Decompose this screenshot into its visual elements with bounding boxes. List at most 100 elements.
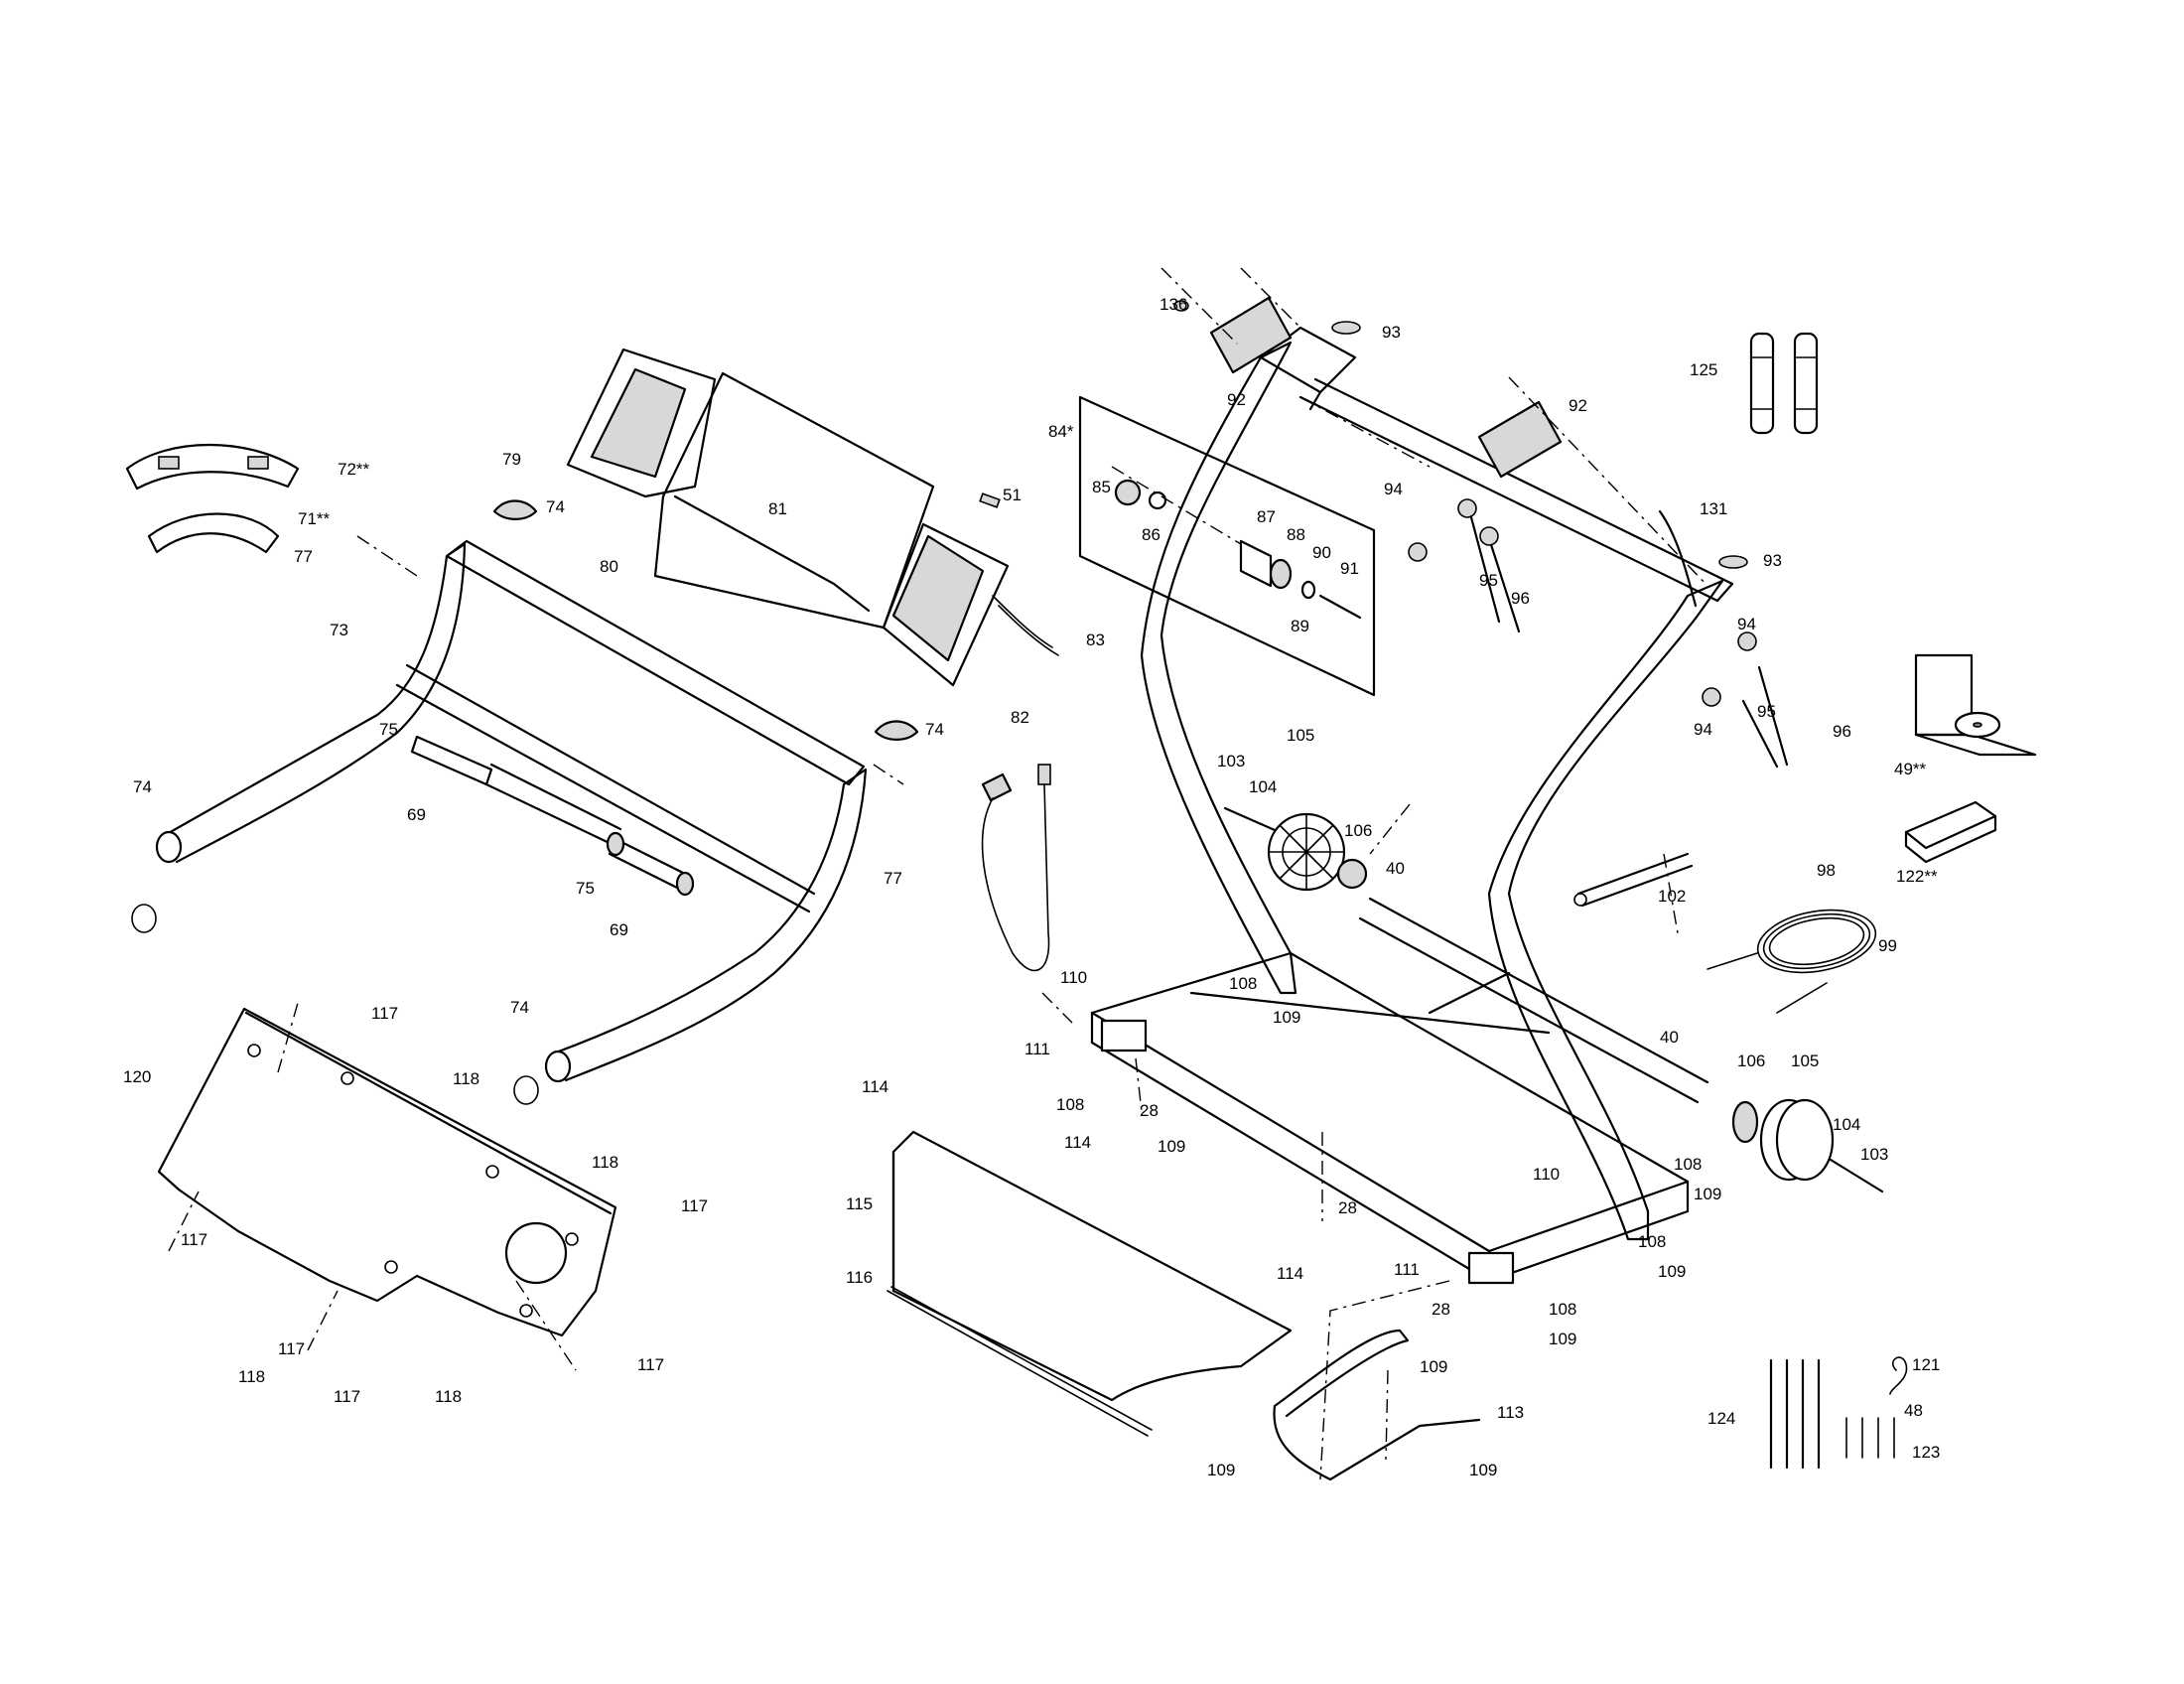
part-callout-c96a: 96 bbox=[1511, 589, 1530, 608]
part-callout-c28c: 28 bbox=[1432, 1300, 1450, 1319]
part-callout-c109b: 109 bbox=[1158, 1137, 1185, 1156]
part-callout-c109e: 109 bbox=[1549, 1330, 1576, 1348]
part-callout-c110a: 110 bbox=[1060, 968, 1087, 987]
part-callout-c96b: 96 bbox=[1833, 722, 1851, 741]
part-callout-c40a: 40 bbox=[1386, 859, 1405, 878]
part-callout-c91: 91 bbox=[1340, 559, 1359, 578]
part-callout-c82: 82 bbox=[1011, 708, 1029, 727]
part-callout-c88: 88 bbox=[1287, 525, 1305, 544]
part-callout-c109c: 109 bbox=[1694, 1185, 1721, 1203]
part-callout-c117c: 117 bbox=[181, 1230, 207, 1249]
part-callout-c71: 71** bbox=[298, 509, 331, 528]
wheels bbox=[1223, 806, 1884, 1193]
part-callout-c117f: 117 bbox=[637, 1355, 664, 1374]
part-callout-c118d: 118 bbox=[435, 1387, 462, 1406]
part-callout-c117d: 117 bbox=[278, 1339, 305, 1358]
part-callout-c109f: 109 bbox=[1420, 1357, 1447, 1376]
part-callout-c75b: 75 bbox=[576, 879, 595, 898]
motor-shrouds bbox=[125, 443, 300, 554]
part-callout-c73: 73 bbox=[330, 621, 348, 639]
part-callout-c92b: 92 bbox=[1569, 396, 1587, 415]
part-callout-c105b: 105 bbox=[1791, 1052, 1819, 1070]
part-callout-c79: 79 bbox=[502, 450, 521, 469]
part-callout-c103b: 103 bbox=[1860, 1145, 1888, 1164]
part-callout-c75a: 75 bbox=[379, 720, 398, 739]
part-callout-c117b: 117 bbox=[681, 1196, 708, 1215]
part-callout-c111b: 111 bbox=[1394, 1260, 1420, 1279]
part-callout-c108e: 108 bbox=[1549, 1300, 1576, 1319]
part-callout-c74b: 74 bbox=[925, 720, 944, 739]
front-cover bbox=[887, 1130, 1293, 1437]
part-callout-c89: 89 bbox=[1291, 617, 1309, 635]
part-callout-c125: 125 bbox=[1690, 360, 1717, 379]
part-callout-c84: 84* bbox=[1048, 422, 1074, 441]
part-callout-c102: 102 bbox=[1658, 887, 1686, 906]
part-callout-c94b: 94 bbox=[1737, 615, 1756, 633]
coiled-cable bbox=[1706, 909, 1877, 1014]
part-callout-c83: 83 bbox=[1086, 631, 1105, 649]
part-callout-c114c: 114 bbox=[1277, 1264, 1303, 1283]
part-callout-c98: 98 bbox=[1817, 861, 1836, 880]
part-callout-c87: 87 bbox=[1257, 507, 1276, 526]
motor-shield bbox=[157, 1007, 617, 1337]
part-callout-c106b: 106 bbox=[1737, 1052, 1765, 1070]
part-callout-c110b: 110 bbox=[1533, 1165, 1560, 1184]
dumbbells bbox=[1749, 332, 1819, 435]
right-upright-frame bbox=[1140, 326, 1734, 1241]
hardware-kit bbox=[1769, 1356, 1908, 1470]
upright-frame bbox=[131, 499, 919, 1105]
part-callout-c115: 115 bbox=[846, 1194, 873, 1213]
part-callout-c120: 120 bbox=[123, 1067, 151, 1086]
part-callout-c99: 99 bbox=[1878, 936, 1897, 955]
part-callout-c117a: 117 bbox=[371, 1004, 398, 1023]
part-callout-c51: 51 bbox=[1003, 486, 1022, 504]
part-callout-c69b: 69 bbox=[610, 920, 628, 939]
lift-strut bbox=[1573, 852, 1694, 908]
bolts bbox=[1408, 498, 1789, 769]
part-callout-c123: 123 bbox=[1912, 1443, 1940, 1462]
part-callout-c74a: 74 bbox=[546, 497, 565, 516]
part-callout-c49: 49** bbox=[1894, 760, 1927, 778]
part-callout-c136: 136 bbox=[1160, 295, 1187, 314]
part-callout-c124: 124 bbox=[1707, 1409, 1735, 1428]
part-callout-c28b: 28 bbox=[1338, 1198, 1357, 1217]
part-callout-c74d: 74 bbox=[510, 998, 529, 1017]
part-callout-c118a: 118 bbox=[453, 1069, 479, 1088]
part-callout-c114b: 114 bbox=[1064, 1133, 1091, 1152]
handgrips bbox=[410, 735, 695, 897]
part-callout-c116: 116 bbox=[846, 1268, 873, 1287]
part-callout-c85: 85 bbox=[1092, 478, 1111, 496]
part-callout-c108b: 108 bbox=[1056, 1095, 1084, 1114]
part-callout-c80: 80 bbox=[600, 557, 618, 576]
part-callout-c28a: 28 bbox=[1140, 1101, 1159, 1120]
part-callout-c117e: 117 bbox=[334, 1387, 360, 1406]
part-callout-c93b: 93 bbox=[1763, 551, 1782, 570]
part-callout-c77b: 77 bbox=[884, 869, 902, 888]
part-callout-c114a: 114 bbox=[862, 1077, 888, 1096]
assembly-guides bbox=[168, 267, 1708, 1480]
part-callout-c94a: 94 bbox=[1384, 480, 1403, 498]
part-callout-c40b: 40 bbox=[1660, 1028, 1679, 1047]
part-callout-c113: 113 bbox=[1497, 1403, 1524, 1422]
part-callout-c103a: 103 bbox=[1217, 752, 1245, 771]
grip-covers bbox=[1173, 296, 1748, 569]
part-callout-c109d: 109 bbox=[1658, 1262, 1686, 1281]
console-hood bbox=[566, 348, 1059, 687]
part-callout-c121: 121 bbox=[1912, 1355, 1940, 1374]
part-callout-c109g: 109 bbox=[1207, 1461, 1235, 1479]
part-callout-c104b: 104 bbox=[1833, 1115, 1860, 1134]
part-callout-c109h: 109 bbox=[1469, 1461, 1497, 1479]
accessory-media bbox=[1904, 653, 2037, 864]
part-callout-c111a: 111 bbox=[1024, 1040, 1050, 1058]
console-panel bbox=[1078, 395, 1376, 697]
part-callout-c90: 90 bbox=[1312, 543, 1331, 562]
part-callout-c69a: 69 bbox=[407, 805, 426, 824]
part-callout-c106a: 106 bbox=[1344, 821, 1372, 840]
safety-key bbox=[981, 764, 1051, 972]
part-callout-c48: 48 bbox=[1904, 1401, 1923, 1420]
part-callout-c104a: 104 bbox=[1249, 777, 1277, 796]
part-callout-c95b: 95 bbox=[1757, 702, 1776, 721]
base-frame bbox=[1090, 897, 1709, 1285]
part-callout-c94c: 94 bbox=[1694, 720, 1712, 739]
